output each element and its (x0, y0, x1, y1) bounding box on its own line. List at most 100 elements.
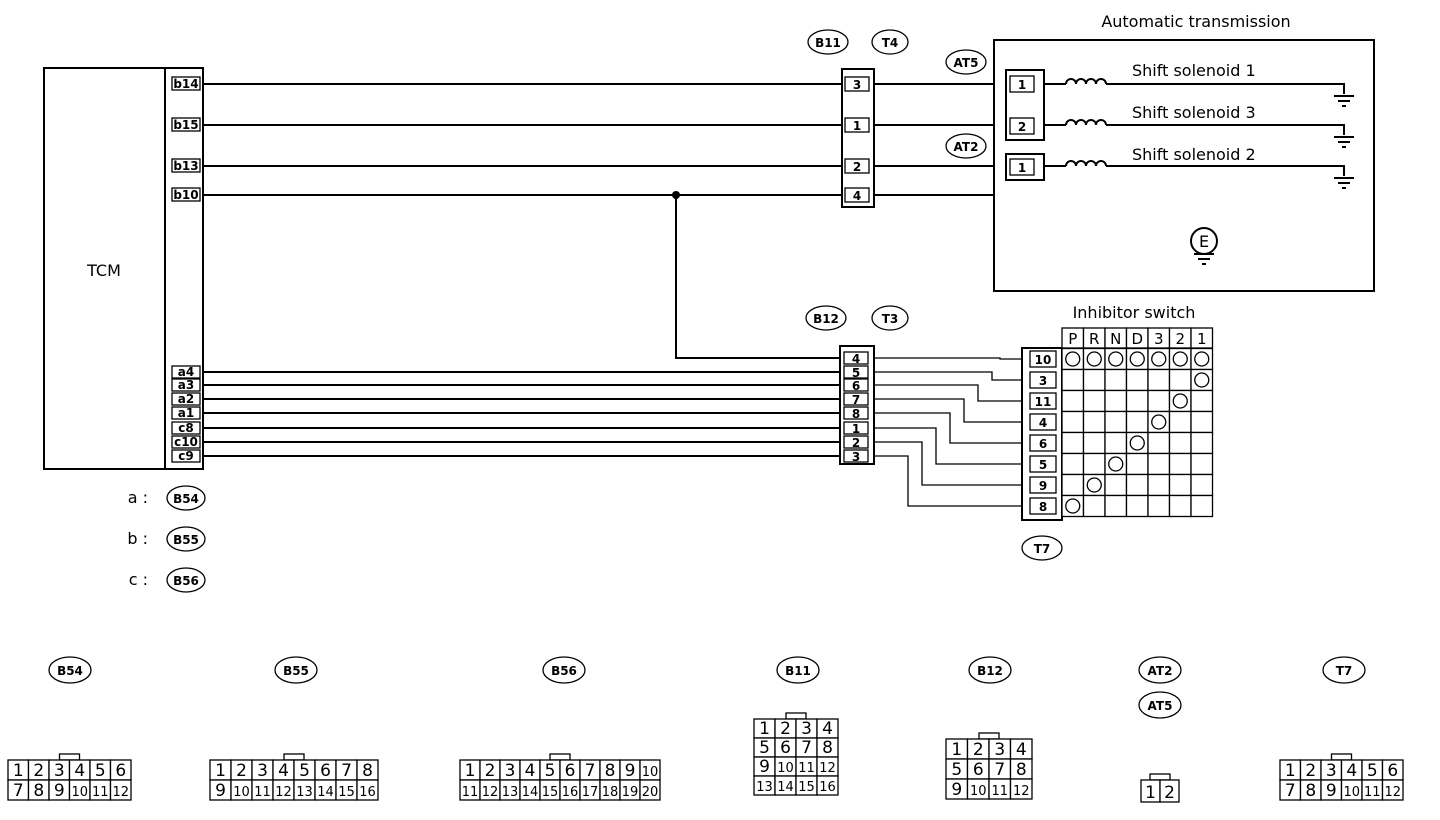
connector-cell-number: 7 (994, 760, 1005, 780)
face-tag (1322, 656, 1366, 684)
connector-cell-number: 2 (780, 719, 791, 739)
connector-cell-number: 2 (1305, 761, 1316, 781)
inhibitor-contact (1086, 351, 1102, 367)
inhibitor-cell (1082, 389, 1106, 413)
at5-pin-1 (1009, 75, 1035, 93)
connector-cell-number: 11 (991, 784, 1008, 799)
t7-pin-text: 11 (1035, 395, 1052, 409)
connector-latch (549, 753, 571, 761)
face-tag-text: T7 (1336, 664, 1353, 678)
tcm-pin-label: b10 (173, 188, 198, 202)
connector-cell-number: 13 (296, 785, 313, 800)
inhibitor-contact (1065, 351, 1081, 367)
connector-latch (1330, 753, 1353, 761)
inhibitor-cell (1168, 410, 1192, 434)
inhibitor-cell (1061, 473, 1085, 497)
face-tag (776, 656, 820, 684)
connector-cell-number: 6 (565, 761, 576, 781)
tcm-pin-label: c8 (178, 421, 193, 435)
inhibitor-cell (1168, 431, 1192, 455)
face-tag-text: AT2 (1148, 664, 1173, 678)
at2-pin-1 (1009, 158, 1035, 176)
connector-cell-number: 15 (798, 780, 815, 795)
inhibitor-cell (1147, 494, 1171, 518)
connector-cell-number: 7 (13, 781, 24, 801)
tcm-pin-label: c10 (174, 435, 198, 449)
legend-tag (166, 526, 206, 552)
inhibitor-cell (1125, 389, 1149, 413)
tcm-box (43, 67, 166, 470)
connector-cell-number: 7 (1285, 781, 1296, 801)
wire-b12-to-t7 (874, 371, 1030, 381)
connector-cell (356, 779, 379, 801)
connector-latch (1149, 773, 1171, 781)
t7-pin-text: 10 (1035, 353, 1052, 367)
b12-pin-text: 2 (852, 436, 860, 450)
b12-pin-text: 7 (852, 393, 860, 407)
inhibitor-cell (1082, 410, 1106, 434)
face-tag-text: B56 (551, 664, 577, 678)
b11-pin-text: 4 (853, 189, 861, 203)
connector-cell-number: 8 (362, 761, 373, 781)
wire-b12-to-t7 (874, 384, 1030, 402)
legend-letter: a : (128, 488, 148, 507)
tag-at5 (945, 49, 987, 75)
b12-pin-text: 5 (852, 366, 860, 380)
solenoid-wire (1106, 165, 1345, 176)
inhibitor-position-text: 2 (1175, 330, 1185, 348)
tag-t7 (1021, 535, 1063, 561)
b12-pin (843, 421, 869, 435)
t7-pin (1029, 371, 1057, 389)
connector-cell-number: 12 (112, 785, 129, 800)
t7-pin-text: 4 (1039, 416, 1047, 430)
wire-splice-to-b12 (675, 195, 840, 359)
inhibitor-cell (1104, 410, 1128, 434)
inhibitor-contact (1194, 372, 1210, 388)
b12-pin-text: 6 (852, 379, 860, 393)
inhibitor-cell (1061, 410, 1085, 434)
solenoid-label: Shift solenoid 1 (1132, 61, 1256, 80)
connector-cell-number: 18 (602, 785, 619, 800)
b11-pin-text: 2 (853, 160, 861, 174)
connector-cell-number: 6 (320, 761, 331, 781)
connector-cell-number: 1 (13, 761, 24, 781)
connector-cell-number: 7 (801, 738, 812, 758)
inhibitor-cell (1125, 452, 1149, 476)
connector-cell-number: 6 (973, 760, 984, 780)
inhibitor-cell (1125, 473, 1149, 497)
solenoid-coil (1065, 160, 1107, 167)
b12-pin (843, 392, 869, 406)
inhibitor-contact (1151, 414, 1167, 430)
connector-cell-number: 1 (759, 719, 770, 739)
b12-pin-text: 4 (852, 352, 860, 366)
tcm-pin-label: a2 (178, 392, 194, 406)
inhibitor-cell (1082, 452, 1106, 476)
connector-cell (1009, 778, 1033, 800)
wire-b12-to-t7 (874, 427, 1030, 465)
t7-pin-text: 6 (1039, 437, 1047, 451)
earth-symbol (1190, 227, 1218, 255)
tag-t4 (871, 29, 909, 55)
b11-pin (844, 76, 870, 92)
inhibitor-cell (1104, 494, 1128, 518)
inhibitor-cell (1104, 473, 1128, 497)
b12-pin (843, 378, 869, 392)
inhibitor-position-text: R (1089, 330, 1099, 348)
inhibitor-contact (1172, 393, 1188, 409)
connector-cell (1159, 779, 1180, 803)
tcm-pin-label: b13 (173, 159, 198, 173)
tcm-pin-box (171, 117, 201, 132)
inhibitor-cell (1082, 431, 1106, 455)
connector-cell-number: 3 (801, 719, 812, 739)
tcm-pin-box (171, 449, 201, 463)
tcm-pin-box (171, 187, 201, 202)
connector-cell-number: 1 (465, 761, 476, 781)
connector-cell (639, 779, 661, 801)
t7-pin (1029, 350, 1057, 368)
tcm-pin-label: a1 (178, 406, 194, 420)
